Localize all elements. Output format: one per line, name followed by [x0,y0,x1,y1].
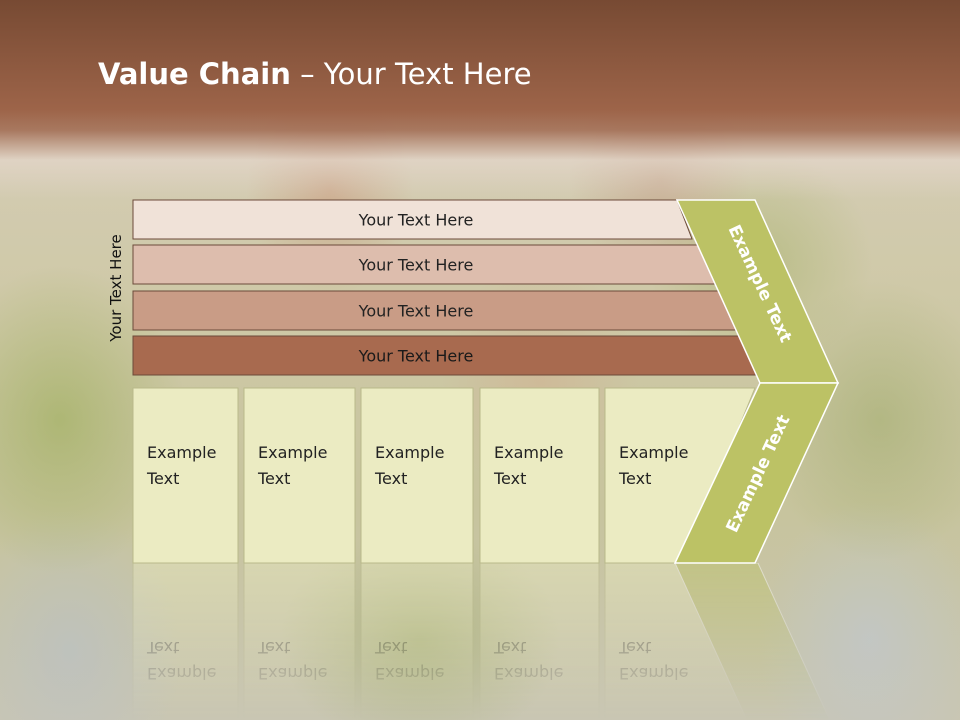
activity-label-line1: Example [619,443,688,462]
slide-title: Value Chain – Your Text Here [98,52,532,96]
chevron-lower [673,382,840,564]
activity-label-line1: Example [494,443,563,462]
svg-text:Text: Text [618,638,651,657]
support-band-label: Your Text Here [358,211,474,230]
svg-text:Text: Text [146,638,179,657]
svg-text:Example: Example [258,664,327,683]
activity-label-line1: Example [147,443,216,462]
activity-label-line2: Text [374,469,407,488]
svg-text:Example: Example [619,664,688,683]
activity-label-line1: Example [375,443,444,462]
activity-label-line2: Text [257,469,290,488]
activity-label-line2: Text [146,469,179,488]
activity-box [132,387,239,564]
support-band-label: Your Text Here [358,256,474,275]
svg-text:Example: Example [494,664,563,683]
support-band [132,199,693,240]
svg-text:Text: Text [493,638,526,657]
svg-text:Text: Text [257,638,290,657]
activity-box [360,387,474,564]
support-band-label: Your Text Here [358,302,474,321]
title-rest: – Your Text Here [290,57,532,91]
activity-label-line1: Example [258,443,327,462]
header-band [0,0,960,200]
vertical-side-label: Your Text Here [107,234,125,342]
activity-label-line2: Text [618,469,651,488]
activity-box [243,387,356,564]
svg-text:Example: Example [375,664,444,683]
svg-text:Text: Text [374,638,407,657]
svg-text:Example: Example [147,664,216,683]
support-band-label: Your Text Here [358,347,474,366]
activity-label-line2: Text [493,469,526,488]
title-bold: Value Chain [98,57,291,91]
activity-box [479,387,600,564]
